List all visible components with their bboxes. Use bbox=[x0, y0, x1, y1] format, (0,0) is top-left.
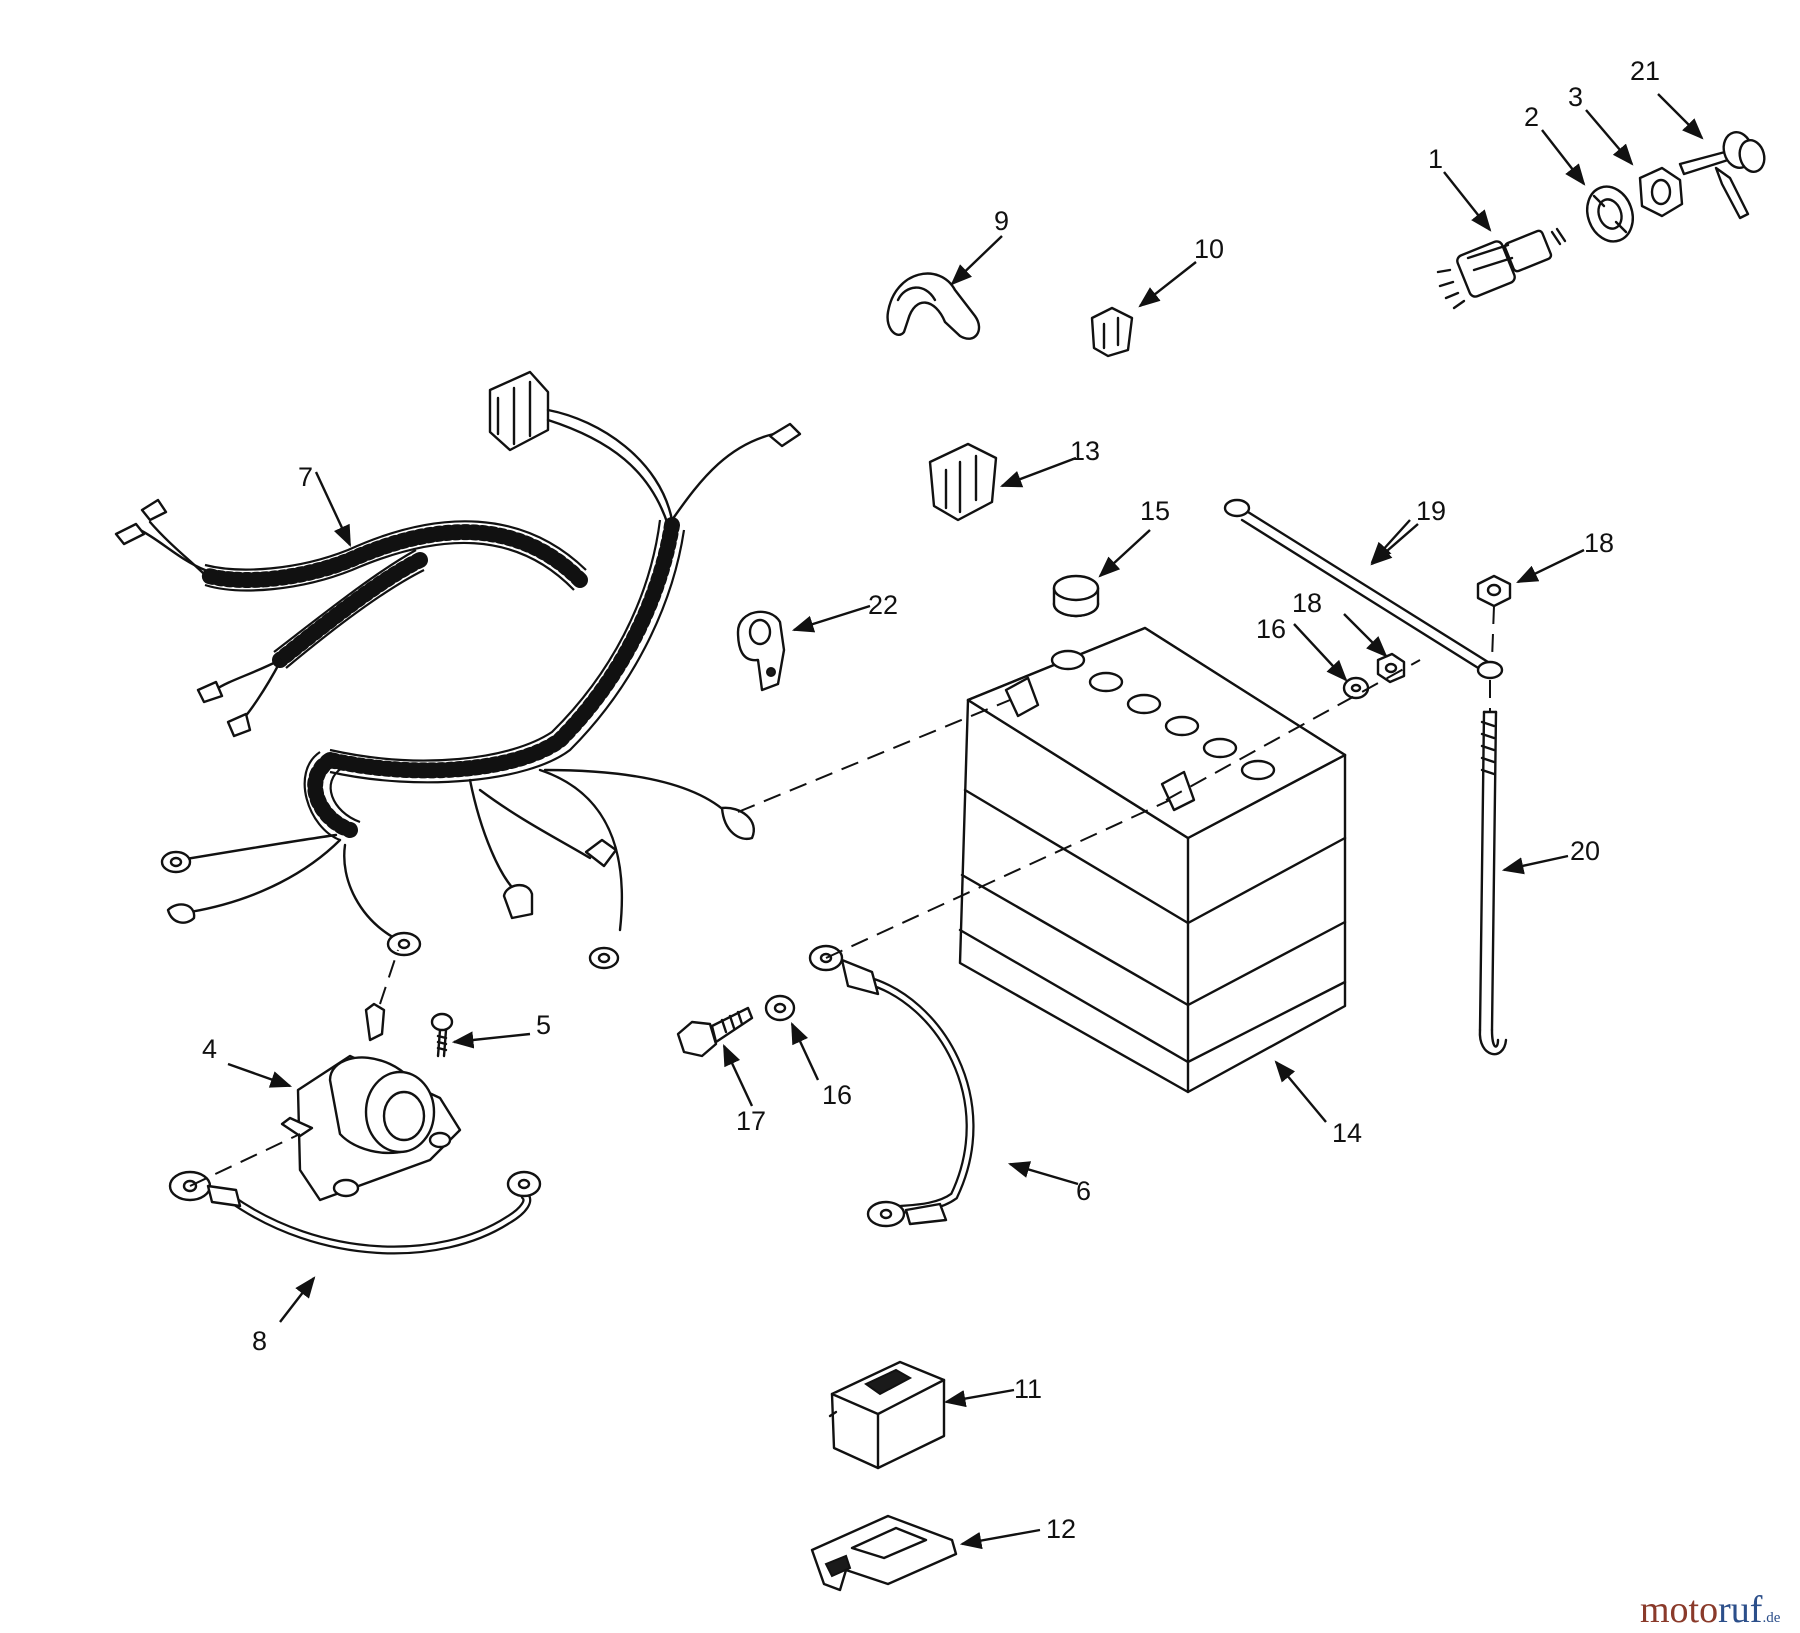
starter-solenoid bbox=[280, 1002, 462, 1202]
label-16a: 16 bbox=[1256, 614, 1286, 644]
label-18a: 18 bbox=[1584, 528, 1614, 558]
wiring-harness bbox=[114, 370, 802, 970]
label-19: 19 bbox=[1416, 496, 1446, 526]
hex-nut bbox=[1638, 166, 1684, 218]
switch-mounting-bracket bbox=[810, 1514, 958, 1592]
label-4: 4 bbox=[202, 1034, 217, 1064]
hold-down-j-bolt bbox=[1478, 710, 1508, 1056]
terminal-washer bbox=[1342, 676, 1370, 700]
label-3: 3 bbox=[1568, 82, 1583, 112]
label-12: 12 bbox=[1046, 1514, 1076, 1544]
mounting-screw bbox=[430, 1012, 454, 1058]
label-2: 2 bbox=[1524, 102, 1539, 132]
terminal-nut bbox=[1376, 652, 1406, 684]
wire-clamp bbox=[886, 272, 981, 340]
watermark-suffix: .de bbox=[1762, 1610, 1780, 1626]
label-15: 15 bbox=[1140, 496, 1170, 526]
label-18b: 18 bbox=[1292, 588, 1322, 618]
solenoid-battery-cable bbox=[168, 1170, 542, 1255]
label-13: 13 bbox=[1070, 436, 1100, 466]
label-20: 20 bbox=[1570, 836, 1600, 866]
label-7: 7 bbox=[298, 462, 313, 492]
rocker-switch bbox=[828, 1360, 946, 1470]
lock-washer bbox=[1586, 185, 1634, 243]
label-8: 8 bbox=[252, 1326, 267, 1356]
svg-text:motoruf.de: motoruf.de bbox=[1640, 1589, 1781, 1631]
label-22: 22 bbox=[868, 590, 898, 620]
label-9: 9 bbox=[994, 206, 1009, 236]
callout-labels: 1 2 3 21 9 10 7 13 15 19 18 18 16 22 20 … bbox=[202, 56, 1660, 1544]
battery-cells bbox=[1050, 649, 1276, 781]
watermark-ruf: ruf bbox=[1718, 1589, 1763, 1631]
battery bbox=[958, 626, 1347, 1094]
connection-lines bbox=[189, 605, 1495, 1187]
label-14: 14 bbox=[1332, 1118, 1362, 1148]
u-clip bbox=[928, 442, 998, 522]
watermark-moto: moto bbox=[1640, 1589, 1718, 1631]
label-17: 17 bbox=[736, 1106, 766, 1136]
battery-ground-cable bbox=[808, 944, 975, 1228]
terminal-bolt bbox=[676, 1006, 754, 1058]
label-5: 5 bbox=[536, 1010, 551, 1040]
small-clip bbox=[1090, 306, 1134, 358]
label-6: 6 bbox=[1076, 1176, 1091, 1206]
label-11: 11 bbox=[1014, 1374, 1042, 1404]
watermark-logo: motoruf.de bbox=[1640, 1589, 1781, 1631]
label-1: 1 bbox=[1428, 144, 1443, 174]
label-16b: 16 bbox=[822, 1080, 852, 1110]
strap-nut bbox=[1476, 574, 1512, 608]
label-21: 21 bbox=[1630, 56, 1660, 86]
ignition-keys bbox=[1678, 131, 1766, 220]
leader-lines bbox=[227, 93, 1704, 1550]
battery-hold-down-strap bbox=[1223, 498, 1504, 680]
label-10: 10 bbox=[1194, 234, 1224, 264]
vent-cap bbox=[1052, 574, 1100, 618]
cable-clamp bbox=[736, 610, 786, 692]
bolt-washer bbox=[764, 994, 796, 1022]
ignition-switch bbox=[1436, 227, 1567, 310]
